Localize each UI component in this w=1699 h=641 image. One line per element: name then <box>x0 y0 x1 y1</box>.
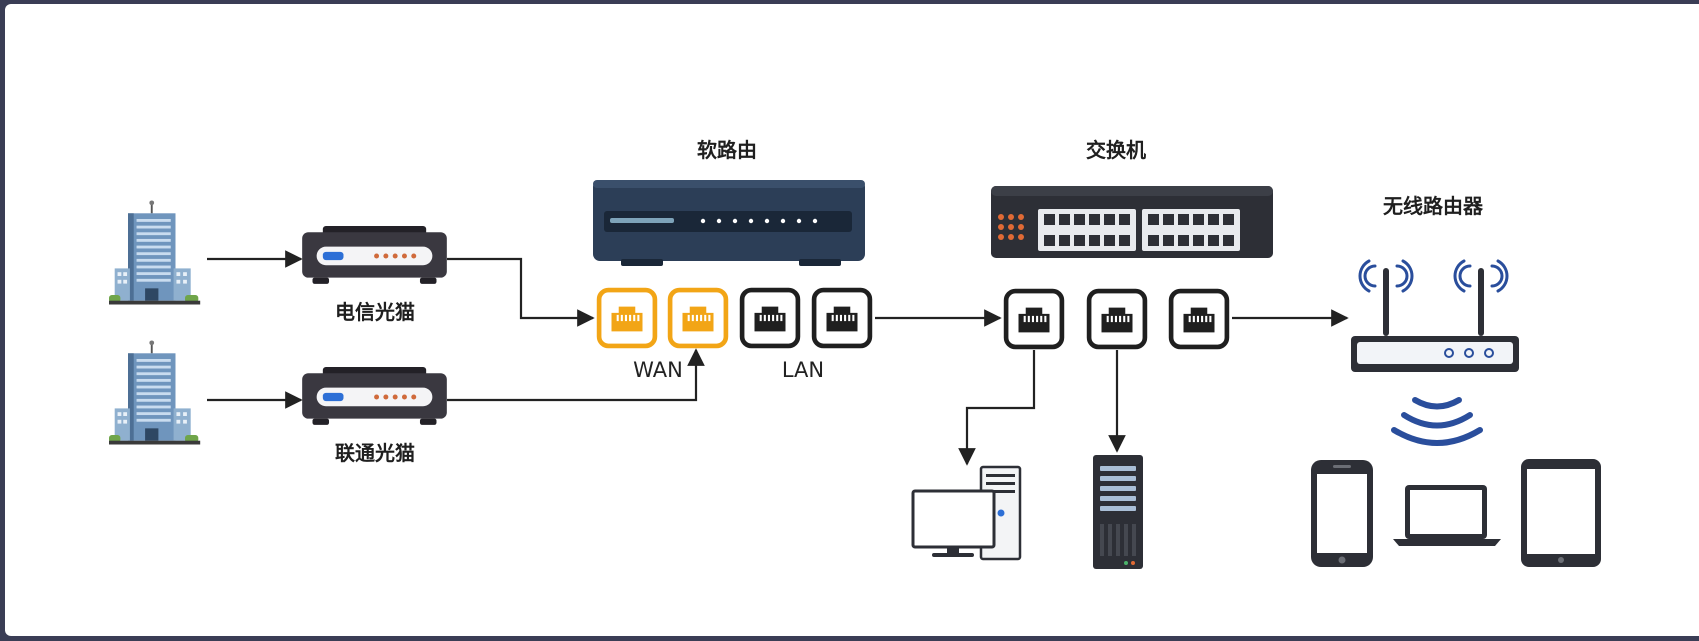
wan-label: WAN <box>633 358 683 382</box>
wireless-router-label: 无线路由器 <box>1383 194 1483 218</box>
wan-port-icon-1 <box>599 290 655 346</box>
lan-port-icon-2 <box>814 290 870 346</box>
arrow-telecom-modem-to-wan1 <box>447 257 595 327</box>
soft-router-label: 软路由 <box>697 138 757 162</box>
switch-port-icon-3 <box>1171 291 1227 347</box>
diagram-svg <box>109 180 1601 569</box>
switch-port-icon-2 <box>1089 291 1145 347</box>
phone-icon <box>1311 460 1373 567</box>
arrow-unicom-modem-to-wan2 <box>447 348 705 402</box>
lan-port-icon-1 <box>742 290 798 346</box>
switch-label: 交换机 <box>1086 138 1146 162</box>
telecom-modem-label: 电信光猫 <box>335 300 415 324</box>
telecom-modem-icon <box>302 226 447 284</box>
building-icon-telecom <box>109 199 202 306</box>
unicom-modem-icon <box>302 367 447 425</box>
wifi-signal-icon <box>1391 397 1483 446</box>
tablet-icon <box>1521 459 1601 567</box>
switch-icon <box>991 186 1273 258</box>
server-icon <box>1093 455 1143 569</box>
laptop-icon <box>1393 485 1501 546</box>
lan-label: LAN <box>781 358 825 382</box>
network-diagram: 软路由 交换机 无线路由器 电信光猫 联通光猫 WAN LAN <box>5 4 1699 636</box>
building-icon-unicom <box>109 339 202 446</box>
wan-port-icon-2 <box>670 290 726 346</box>
unicom-modem-label: 联通光猫 <box>335 441 415 465</box>
arrow-switch-to-pc <box>958 350 1036 466</box>
switch-port-icon-1 <box>1006 291 1062 347</box>
desktop-pc-icon <box>911 465 1022 561</box>
soft-router-icon <box>593 180 865 266</box>
wireless-router-icon <box>1351 259 1519 372</box>
